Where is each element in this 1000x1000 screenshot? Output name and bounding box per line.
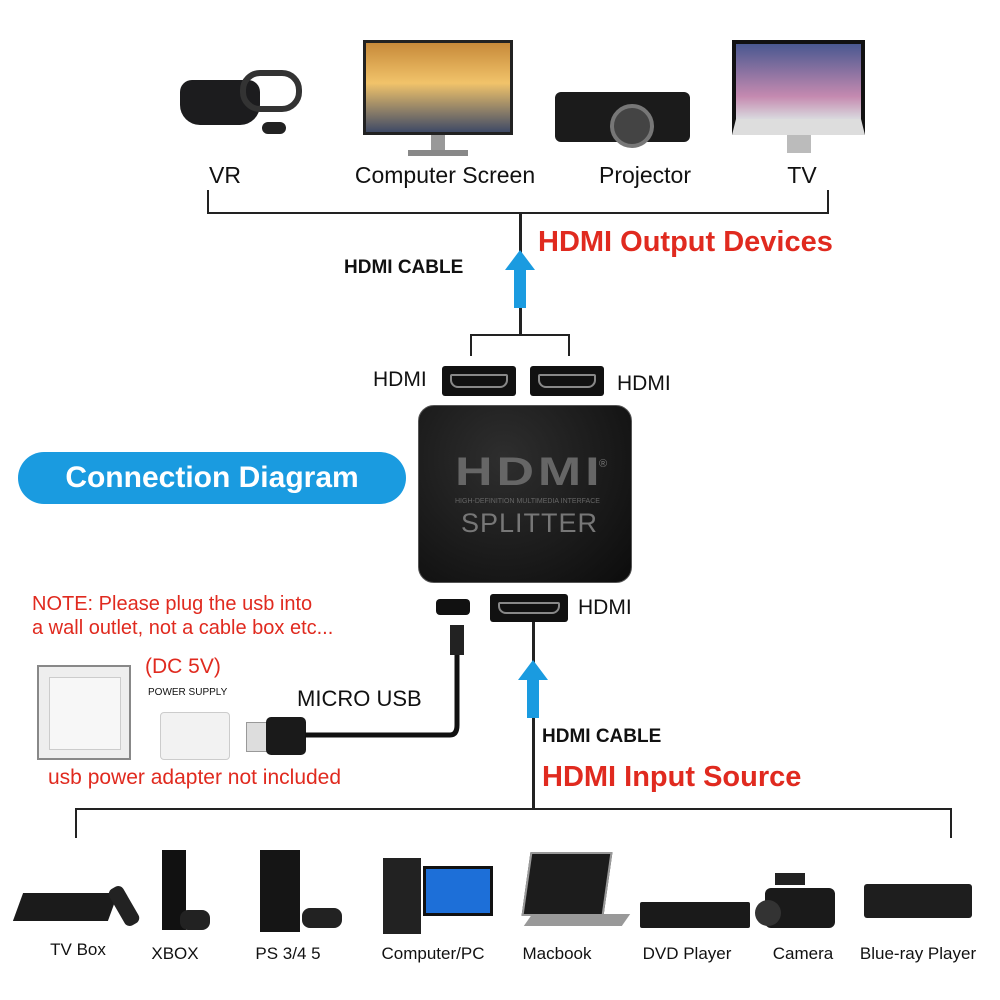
hdmi-splitter: HDMI ® HIGH-DEFINITION MULTIMEDIA INTERF… — [418, 405, 632, 583]
tv-box-icon — [12, 883, 142, 930]
bracket-tick — [470, 334, 472, 356]
input-label-tv-box: TV Box — [50, 940, 106, 959]
device-label-vr: VR — [209, 162, 241, 188]
device-label-projector: Projector — [598, 162, 692, 188]
imac-icon — [732, 40, 865, 155]
input-label-blu-ray: Blue-ray Player — [859, 944, 977, 963]
vr-headset-icon — [180, 70, 302, 140]
wall-outlet-icon — [37, 665, 131, 760]
hdmi-output-port-2[interactable] — [530, 366, 604, 396]
playstation-icon — [260, 850, 348, 935]
dvd-player-icon — [640, 902, 750, 928]
port-label-left: HDMI — [373, 368, 427, 391]
device-label-tv: TV — [787, 162, 817, 188]
input-title: HDMI Input Source — [542, 761, 802, 793]
projector-icon — [555, 82, 690, 148]
usb-adapter-icon — [160, 712, 230, 760]
arrow-up-icon — [505, 250, 535, 308]
device-label-computer-screen: Computer Screen — [354, 162, 536, 188]
note-line-1: NOTE: Please plug the usb into — [32, 593, 313, 615]
output-bracket — [207, 212, 829, 214]
note-text: NOTE: Please plug the usb into a wall ou… — [32, 592, 333, 640]
input-label-xbox: XBOX — [151, 944, 199, 963]
monitor-icon — [363, 40, 513, 158]
splitter-name: SPLITTER — [461, 508, 599, 538]
hdmi-output-port-1[interactable] — [442, 366, 516, 396]
macbook-icon — [518, 852, 631, 937]
input-label-ps: PS 3/4 5 — [255, 944, 321, 963]
connection-diagram-badge: Connection Diagram — [18, 452, 406, 504]
input-label-dvd-player: DVD Player — [642, 944, 732, 963]
adapter-disclaimer: usb power adapter not included — [48, 766, 342, 789]
hdmi-input-port[interactable] — [490, 594, 568, 622]
bottom-cable-label: HDMI CABLE — [542, 726, 662, 747]
camera-icon — [755, 868, 845, 936]
xbox-icon — [162, 850, 212, 935]
port-label-right: HDMI — [617, 372, 671, 395]
arrow-up-icon — [518, 660, 548, 718]
micro-usb-cable — [305, 625, 464, 738]
top-cable-label: HDMI CABLE — [344, 257, 464, 278]
input-label-computer: Computer/PC — [381, 944, 485, 963]
bracket-tick — [207, 190, 209, 214]
splitter-logo: HDMI — [455, 450, 604, 494]
bracket-tick — [75, 808, 77, 838]
bracket-tick — [568, 334, 570, 356]
usb-plug-icon — [246, 722, 268, 752]
splitter-tagline: HIGH-DEFINITION MULTIMEDIA INTERFACE — [455, 498, 600, 505]
input-label-macbook: Macbook — [522, 944, 592, 963]
bracket-tick — [950, 808, 952, 838]
splitter-logo-mark: ® — [599, 458, 608, 470]
micro-usb-port[interactable] — [436, 599, 470, 615]
power-voltage: (DC 5V) — [145, 655, 221, 678]
usb-plug-body — [266, 717, 306, 755]
bracket-tick — [827, 190, 829, 214]
note-line-2: a wall outlet, not a cable box etc... — [32, 617, 334, 639]
port-label-input: HDMI — [578, 596, 632, 619]
computer-icon — [383, 858, 495, 936]
output-title: HDMI Output Devices — [538, 226, 833, 258]
input-label-camera: Camera — [772, 944, 834, 963]
blu-ray-player-icon — [864, 884, 972, 918]
micro-usb-label: MICRO USB — [297, 686, 422, 711]
split-bracket — [470, 334, 570, 336]
input-bracket — [75, 808, 952, 810]
power-supply-label: POWER SUPPLY — [148, 687, 228, 698]
